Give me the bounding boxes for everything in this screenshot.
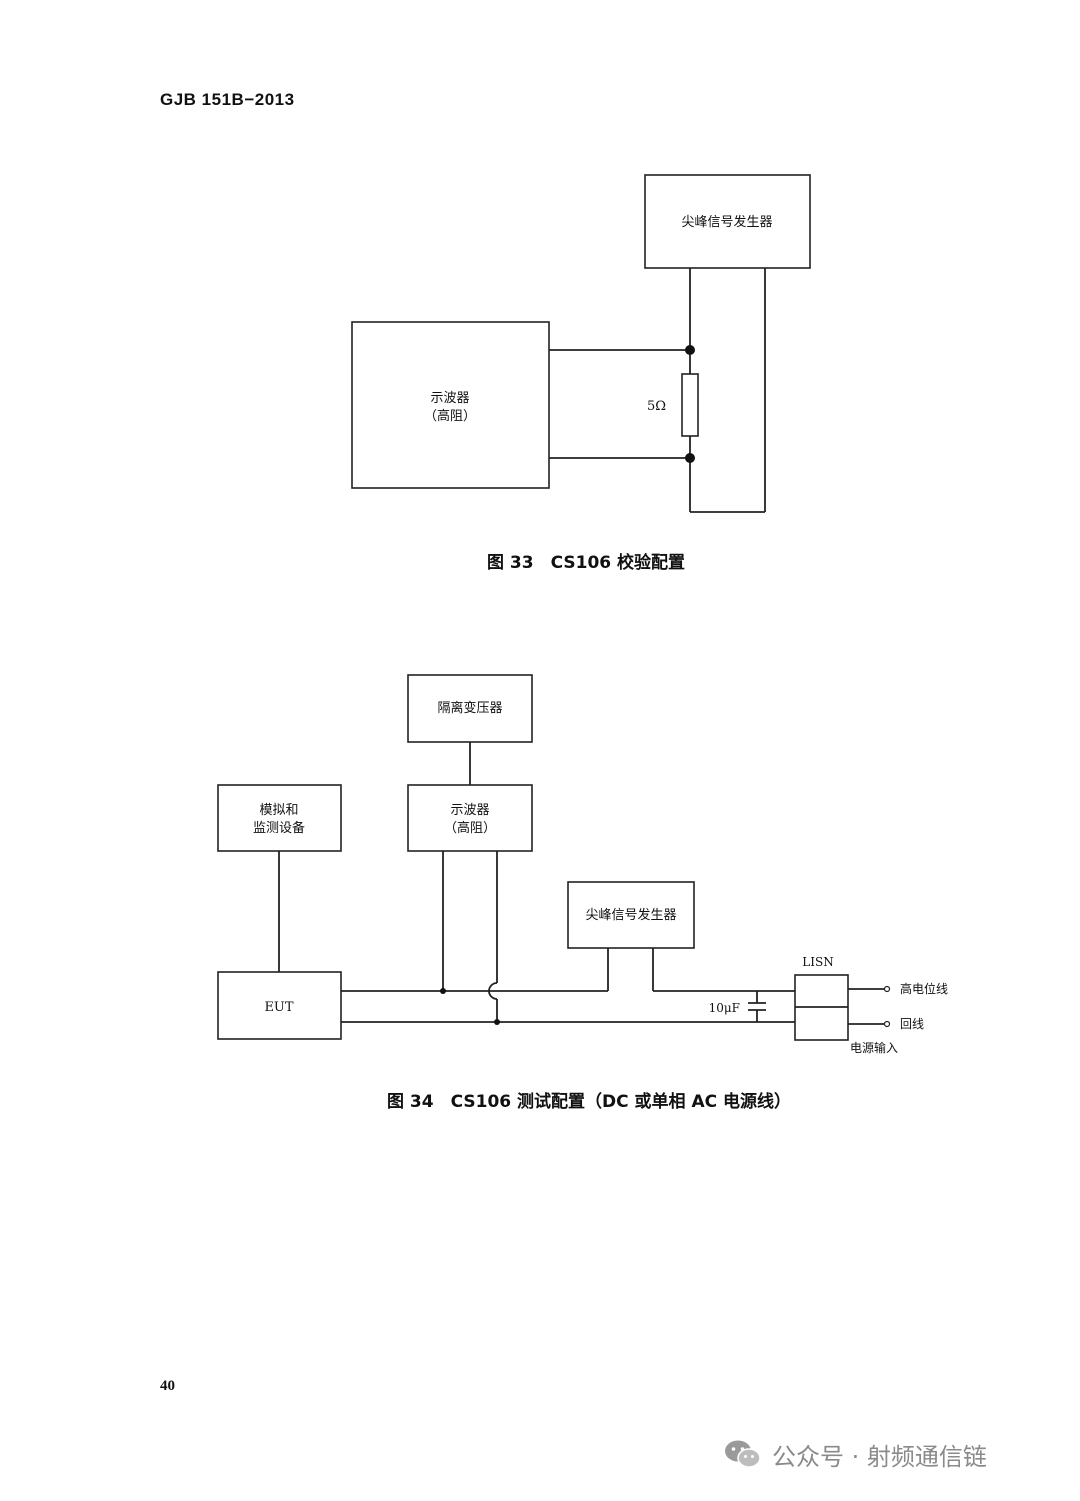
wechat-icon (725, 1440, 761, 1468)
fig33-oscilloscope-sublabel: （高阻） (424, 408, 476, 424)
fig34-high-line-label: 高电位线 (900, 981, 948, 996)
fig34-terminal-return (883, 1020, 891, 1028)
fig34-oscilloscope-box (407, 784, 533, 852)
fig33-spike-generator-label: 尖峰信号发生器 (681, 214, 772, 230)
fig34-capacitor-label: 10μF (709, 1001, 740, 1015)
figure33-diagram: 尖峰信号发生器 示波器 （高阻） 5Ω (351, 174, 811, 513)
figure34-caption: 图 34 CS106 测试配置（DC 或单相 AC 电源线） (387, 1092, 791, 1112)
fig34-simulation-box (217, 784, 342, 852)
figure33-caption: 图 33 CS106 校验配置 (487, 553, 686, 573)
fig34-simulation-label: 模拟和 (259, 803, 298, 818)
fig34-return-line-label: 回线 (900, 1017, 924, 1031)
fig33-oscilloscope-label: 示波器 (430, 391, 469, 406)
fig34-lisn-label: LISN (802, 955, 833, 969)
figure34-diagram: 隔离变压器 模拟和 监测设备 示波器 （高阻） 尖峰信号发生器 EUT 10μF (217, 674, 948, 1055)
fig34-isolation-transformer-label: 隔离变压器 (437, 700, 502, 716)
fig33-junction-bottom (685, 453, 695, 463)
fig34-spike-generator-label: 尖峰信号发生器 (585, 907, 676, 923)
fig34-spike-generator-box (567, 881, 695, 949)
fig33-spike-generator-box (644, 174, 811, 269)
fig33-junction-top (685, 345, 695, 355)
watermark: 公众号 · 射频通信链 (722, 1434, 987, 1474)
watermark-text: 公众号 · 射频通信链 (772, 1442, 987, 1471)
fig34-simulation-sublabel: 监测设备 (253, 820, 305, 836)
fig34-eut-label: EUT (264, 1000, 293, 1015)
fig34-junction-high (440, 988, 446, 994)
fig34-oscilloscope-label: 示波器 (450, 803, 489, 818)
fig34-terminal-high (883, 985, 891, 993)
fig33-resistor-label: 5Ω (647, 399, 666, 414)
fig34-power-input-label: 电源输入 (850, 1040, 898, 1055)
standard-code: GJB 151B−2013 (160, 90, 295, 109)
fig33-resistor (681, 373, 699, 437)
fig34-junction-return (494, 1019, 500, 1025)
fig33-oscilloscope-box (351, 321, 550, 489)
page-number: 40 (160, 1378, 175, 1394)
fig34-oscilloscope-sublabel: （高阻） (444, 820, 496, 836)
